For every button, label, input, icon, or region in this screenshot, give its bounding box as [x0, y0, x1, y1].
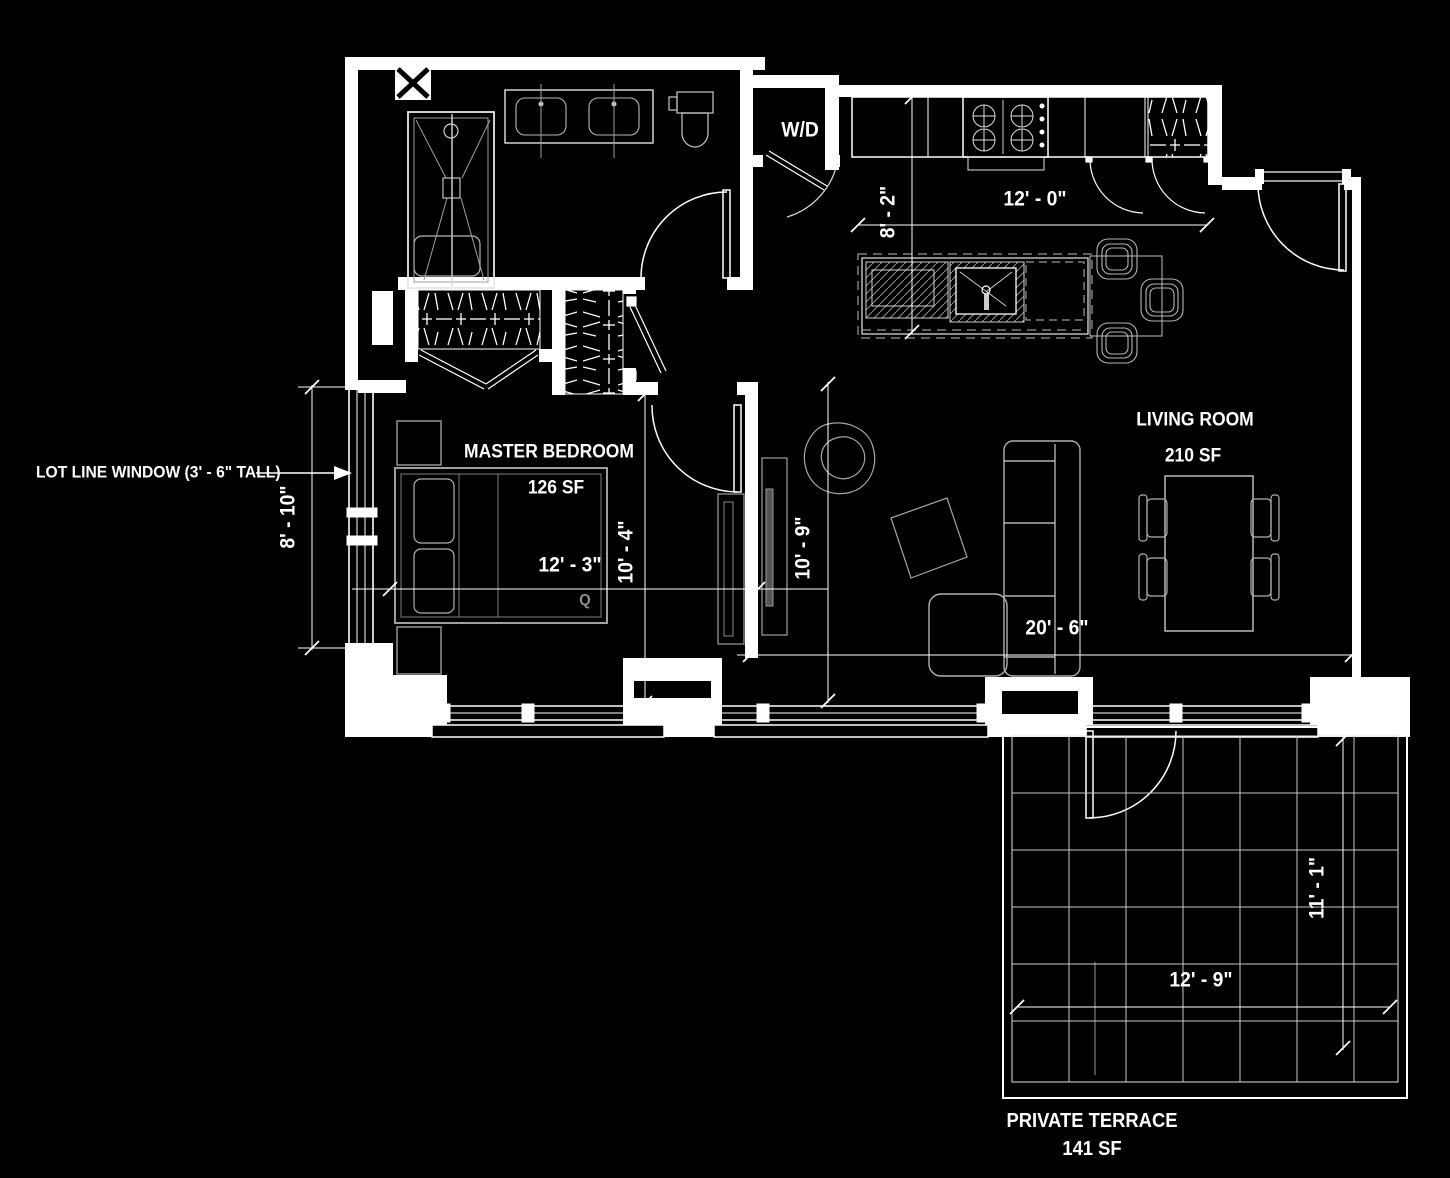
bedroom-window: [439, 703, 623, 723]
label-terrace-area: 141 SF: [1062, 1138, 1122, 1160]
label-bedroom-depth: 10' - 4": [614, 520, 638, 584]
sofa: [928, 440, 1081, 677]
label-terrace: PRIVATE TERRACE: [1006, 1110, 1178, 1132]
label-terrace-width: 12' - 9": [1169, 968, 1233, 992]
terrace-door: [1085, 730, 1177, 819]
closet-double-doors: [418, 349, 539, 390]
bedroom-door: [651, 404, 742, 493]
media-console: [761, 457, 788, 636]
kitchen-closet-doors: [1085, 156, 1211, 214]
wall-insets: [634, 681, 1078, 714]
label-living-width: 20' - 6": [1025, 616, 1089, 640]
label-kitchen-depth: 8' - 2": [876, 185, 900, 239]
bed: [394, 467, 608, 624]
bathroom-door: [640, 189, 731, 279]
closets: [417, 96, 1209, 395]
armchair: [803, 422, 876, 495]
laundry-door: [765, 150, 839, 218]
label-laundry: W/D: [781, 118, 819, 142]
island-sink: [955, 267, 1017, 315]
toilet: [668, 91, 714, 148]
label-kitchen-width: 12' - 0": [1003, 187, 1067, 211]
bathroom-fixtures: [407, 84, 714, 289]
terrace-grid: [1012, 736, 1398, 1082]
range: [962, 96, 1049, 171]
column-marker: [395, 66, 431, 100]
shower: [407, 111, 495, 289]
label-living-depth: 10' - 9": [791, 516, 815, 580]
kitchen-counter: [851, 96, 1209, 171]
doors: [418, 150, 1347, 819]
label-bed-size: Q: [579, 592, 591, 609]
lot-line-window: [346, 390, 378, 645]
lot-line-arrow: [256, 466, 352, 480]
walls: [345, 57, 1410, 737]
label-lot-line-note: LOT LINE WINDOW (3' - 6" TALL): [36, 462, 281, 482]
label-terrace-depth: 11' - 1": [1305, 856, 1329, 920]
vanity: [504, 84, 654, 158]
dimension-ticks: [304, 89, 1398, 1056]
label-lot-line-window-height: 8' - 10": [276, 485, 300, 549]
dining-set: [1138, 475, 1280, 632]
linen-closet-door: [626, 296, 667, 381]
label-living-room-area: 210 SF: [1164, 445, 1222, 467]
label-living-room: LIVING ROOM: [1136, 409, 1254, 431]
entry-door: [1257, 171, 1347, 272]
nightstands: [396, 420, 442, 675]
label-master-bedroom-area: 126 SF: [527, 477, 585, 499]
living-window-left: [722, 703, 988, 723]
label-master-bedroom: MASTER BEDROOM: [464, 441, 634, 463]
dimension-lines: [256, 89, 1398, 1056]
coffee-table: [890, 497, 968, 579]
bar-stools: [1096, 238, 1184, 364]
kitchen-island: [857, 253, 1163, 339]
wardrobe: [717, 493, 745, 645]
terrace: [1002, 726, 1408, 1099]
living-window-right: [1093, 703, 1313, 723]
label-bedroom-width: 12' - 3": [538, 553, 602, 577]
